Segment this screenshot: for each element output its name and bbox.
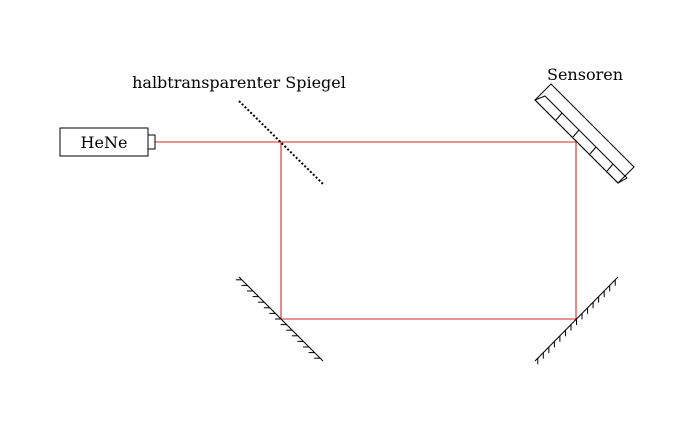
laser-body xyxy=(59,127,149,157)
laser-aperture xyxy=(147,134,156,150)
laser-beam-path xyxy=(155,141,577,320)
sensor-divider-2 xyxy=(572,129,580,138)
splitter-label: halbtransparenter Spiegel xyxy=(132,73,346,92)
mirror-bottom-left-hatching xyxy=(235,279,321,359)
sensor-array: Sensoren xyxy=(534,65,635,184)
sensor-label: Sensoren xyxy=(547,65,623,84)
mirror-bottom-right xyxy=(534,276,619,365)
sensor-divider-3 xyxy=(589,146,597,155)
mirror-bottom-right-hatching xyxy=(537,279,616,365)
sensor-divider-1 xyxy=(555,112,563,121)
sensor-inner-strip xyxy=(534,95,628,184)
mirror-bottom-left xyxy=(235,276,324,362)
beam-splitter: halbtransparenter Spiegel xyxy=(132,73,346,185)
sensor-divider-4 xyxy=(606,163,614,172)
hene-laser: HeNe xyxy=(59,127,156,157)
laser-label: HeNe xyxy=(81,133,128,152)
sensor-housing xyxy=(534,83,635,184)
